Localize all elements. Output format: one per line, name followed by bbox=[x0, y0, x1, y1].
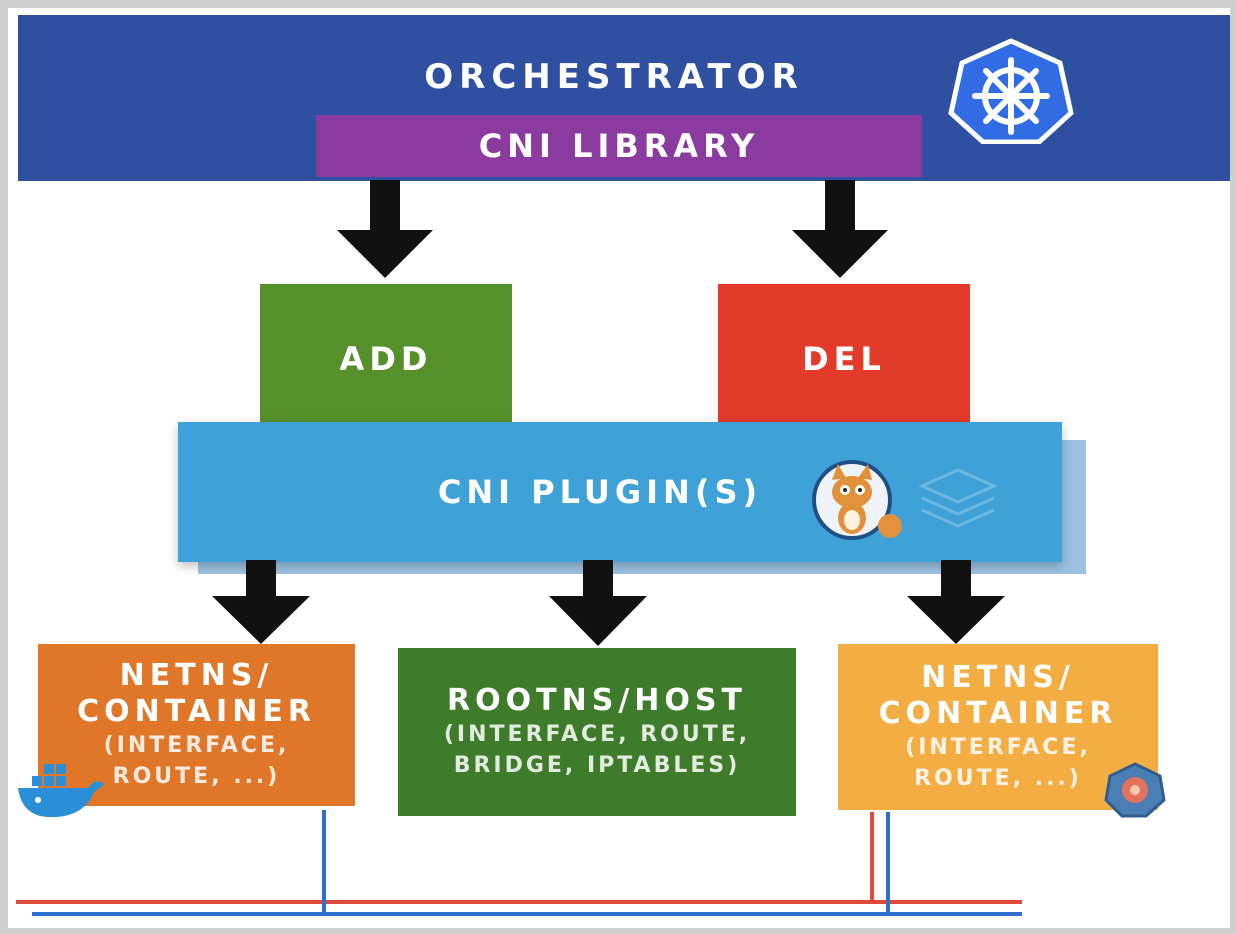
arrow-to-add bbox=[337, 180, 433, 278]
network-lines bbox=[16, 810, 1022, 916]
cni-library-box: CNI LIBRARY bbox=[316, 115, 922, 177]
kubernetes-icon bbox=[948, 38, 1074, 144]
arrow-to-netns-right bbox=[907, 560, 1005, 644]
arrow-to-netns-left bbox=[212, 560, 310, 644]
cat-mascot-icon bbox=[812, 460, 902, 540]
netns-container-right-box: NETNS/ CONTAINER (INTERFACE, ROUTE, ...) bbox=[838, 644, 1158, 810]
del-label: DEL bbox=[802, 340, 886, 378]
diagram-canvas: ORCHESTRATOR CNI LIBRARY ADD DEL CNI PLU… bbox=[8, 8, 1230, 928]
rootns-line1: ROOTNS/HOST bbox=[447, 683, 747, 718]
add-label: ADD bbox=[339, 340, 433, 378]
del-box: DEL bbox=[718, 284, 970, 434]
rkt-icon bbox=[1104, 762, 1166, 818]
netns-left-line1: NETNS/ bbox=[119, 658, 274, 693]
netns-right-line2: CONTAINER bbox=[878, 696, 1118, 731]
cni-plugins-label: CNI PLUGIN(S) bbox=[437, 473, 763, 511]
netns-left-line2: CONTAINER bbox=[77, 694, 316, 729]
netns-left-sub2: ROUTE, ...) bbox=[112, 764, 281, 789]
rootns-sub2: BRIDGE, IPTABLES) bbox=[453, 753, 741, 778]
arrow-layer-bottom bbox=[212, 560, 1005, 646]
rootns-sub1: (INTERFACE, ROUTE, bbox=[443, 722, 751, 747]
netns-left-sub1: (INTERFACE, bbox=[103, 733, 290, 758]
docker-whale-icon bbox=[18, 764, 104, 818]
arrow-to-del bbox=[792, 180, 888, 278]
add-box: ADD bbox=[260, 284, 512, 434]
netns-container-left-box: NETNS/ CONTAINER (INTERFACE, ROUTE, ...) bbox=[38, 644, 355, 806]
layers-icon bbox=[918, 468, 998, 528]
arrow-to-rootns bbox=[549, 560, 647, 646]
cni-plugins-box: CNI PLUGIN(S) bbox=[178, 422, 1062, 562]
netns-right-sub1: (INTERFACE, bbox=[905, 735, 1091, 760]
netns-right-sub2: ROUTE, ...) bbox=[914, 766, 1082, 791]
orchestrator-label: ORCHESTRATOR bbox=[424, 57, 804, 97]
netns-right-line1: NETNS/ bbox=[921, 660, 1075, 695]
rootns-host-box: ROOTNS/HOST (INTERFACE, ROUTE, BRIDGE, I… bbox=[398, 648, 796, 816]
arrow-layer bbox=[337, 180, 888, 278]
cni-library-label: CNI LIBRARY bbox=[478, 127, 760, 165]
